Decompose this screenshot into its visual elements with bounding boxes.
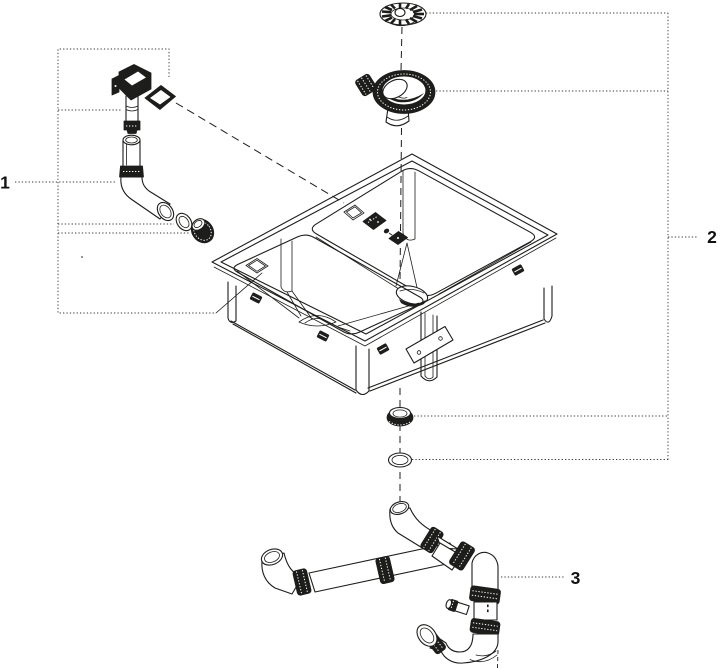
locking-ring bbox=[386, 406, 414, 427]
overflow-cover-plate bbox=[362, 212, 387, 230]
strainer-plug bbox=[379, 2, 427, 27]
mounting-clip bbox=[376, 343, 390, 355]
overflow-slot-right bbox=[343, 204, 365, 221]
overflow-pipe bbox=[119, 134, 144, 178]
callout-label-3: 3 bbox=[571, 568, 581, 588]
fixing-bracket-plate bbox=[405, 325, 454, 364]
overflow-assembly bbox=[111, 64, 215, 244]
gasket-ring bbox=[387, 452, 413, 468]
overflow-gasket bbox=[144, 85, 176, 110]
hose-nipple bbox=[445, 598, 470, 616]
overflow-slot-left bbox=[245, 258, 269, 274]
callout-box-1 bbox=[15, 48, 263, 314]
trap-inlet-elbow bbox=[389, 501, 475, 571]
overflow-union-nut bbox=[190, 218, 215, 244]
double-bowl-sink bbox=[211, 153, 558, 396]
siphon-trap bbox=[260, 501, 501, 669]
trap-left-pipe bbox=[260, 542, 457, 596]
overflow-elbow bbox=[120, 176, 175, 222]
mounting-clip bbox=[316, 330, 330, 342]
trap-lower-bend bbox=[416, 624, 499, 664]
overflow-screw bbox=[383, 228, 395, 237]
mounting-clip bbox=[249, 292, 263, 304]
callout-label-2: 2 bbox=[707, 227, 717, 247]
overflow-clip bbox=[388, 231, 408, 245]
mounting-clip bbox=[511, 264, 525, 276]
overflow-cover bbox=[111, 64, 152, 134]
axis-lines bbox=[175, 26, 403, 502]
callout-label-1: 1 bbox=[0, 173, 10, 193]
trap-standpipe bbox=[445, 551, 501, 636]
overflow-seal-ring bbox=[175, 212, 193, 232]
callout-bracket-2 bbox=[412, 12, 697, 460]
basket-strainer bbox=[355, 70, 436, 127]
